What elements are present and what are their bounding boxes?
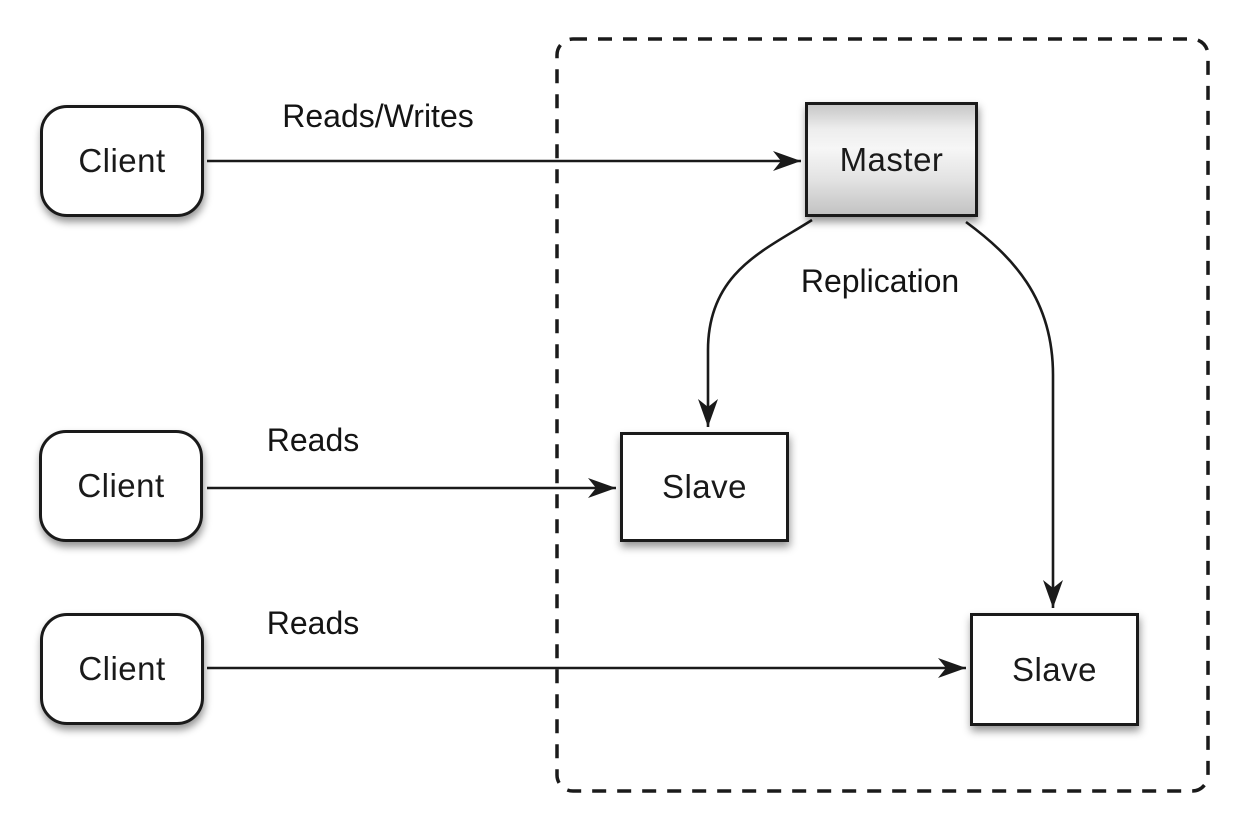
node-master-label: Master (839, 140, 944, 178)
node-slave-right: Slave (970, 613, 1139, 726)
node-client-top-label: Client (78, 142, 166, 179)
node-client-top: Client (40, 105, 204, 217)
reads-bottom-label: Reads (266, 605, 360, 641)
replication-right-arrow (965, 220, 1063, 608)
node-client-bottom-label: Client (78, 650, 166, 687)
node-master: Master (805, 102, 978, 217)
replication-left-arrow (698, 218, 813, 427)
node-slave-left: Slave (620, 432, 789, 542)
node-client-middle: Client (39, 430, 203, 542)
replication-boundary-dashed-box (555, 37, 1210, 793)
node-slave-left-label: Slave (661, 468, 748, 505)
node-client-middle-label: Client (77, 467, 165, 504)
reads-writes-label: Reads/Writes (282, 98, 474, 134)
node-slave-right-label: Slave (1011, 650, 1098, 688)
node-client-bottom: Client (40, 613, 204, 725)
reads-middle-label: Reads (266, 422, 360, 458)
replication-label: Replication (800, 263, 960, 299)
